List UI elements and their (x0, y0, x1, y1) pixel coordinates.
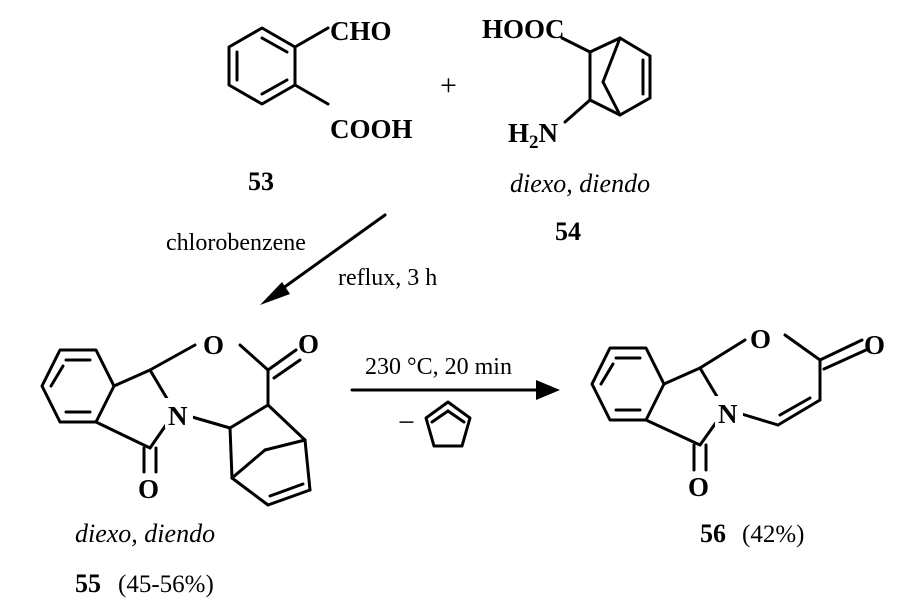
step-1-solvent: chlorobenzene (166, 230, 306, 256)
compound-54-stereo: diexo, diendo (510, 169, 650, 198)
compound-55-nitrogen: N (168, 401, 188, 431)
compound-54-number: 54 (555, 217, 581, 246)
reaction-arrow-1 (260, 213, 387, 305)
compound-56-ring-oxygen: O (750, 324, 771, 354)
step-2-minus: − (398, 406, 415, 439)
compound-53-structure: CHO COOH (227, 16, 413, 144)
compound-56-structure (590, 320, 868, 472)
compound-56-number: 56 (700, 519, 726, 548)
compound-55-number: 55 (75, 569, 101, 598)
compound-56-nitrogen: N (718, 399, 738, 429)
cyclopentadiene-structure (424, 400, 472, 448)
compound-56-carbonyl-oxygen-top: O (864, 330, 885, 360)
compound-55-carbonyl-oxygen-bottom: O (138, 474, 159, 504)
step-2-conditions: 230 °C, 20 min (365, 354, 512, 380)
compound-53-number: 53 (248, 167, 274, 196)
amine-label: H2N (508, 118, 559, 153)
plus-sign: + (440, 69, 457, 102)
compound-55-structure (40, 326, 312, 507)
compound-55-ring-oxygen: O (203, 330, 224, 360)
cho-label: CHO (330, 16, 392, 46)
compound-55-yield: (45-56%) (118, 571, 214, 598)
compound-56-yield: (42%) (742, 521, 804, 548)
compound-54-structure (560, 36, 652, 124)
step-1-conditions: reflux, 3 h (338, 265, 437, 291)
cooh-label: COOH (330, 114, 413, 144)
hooc-label: HOOC (482, 14, 565, 44)
compound-55-carbonyl-oxygen-top: O (298, 329, 319, 359)
reaction-arrow-2 (350, 380, 560, 400)
compound-55-stereo: diexo, diendo (75, 519, 215, 548)
compound-56-carbonyl-oxygen-bottom: O (688, 472, 709, 502)
